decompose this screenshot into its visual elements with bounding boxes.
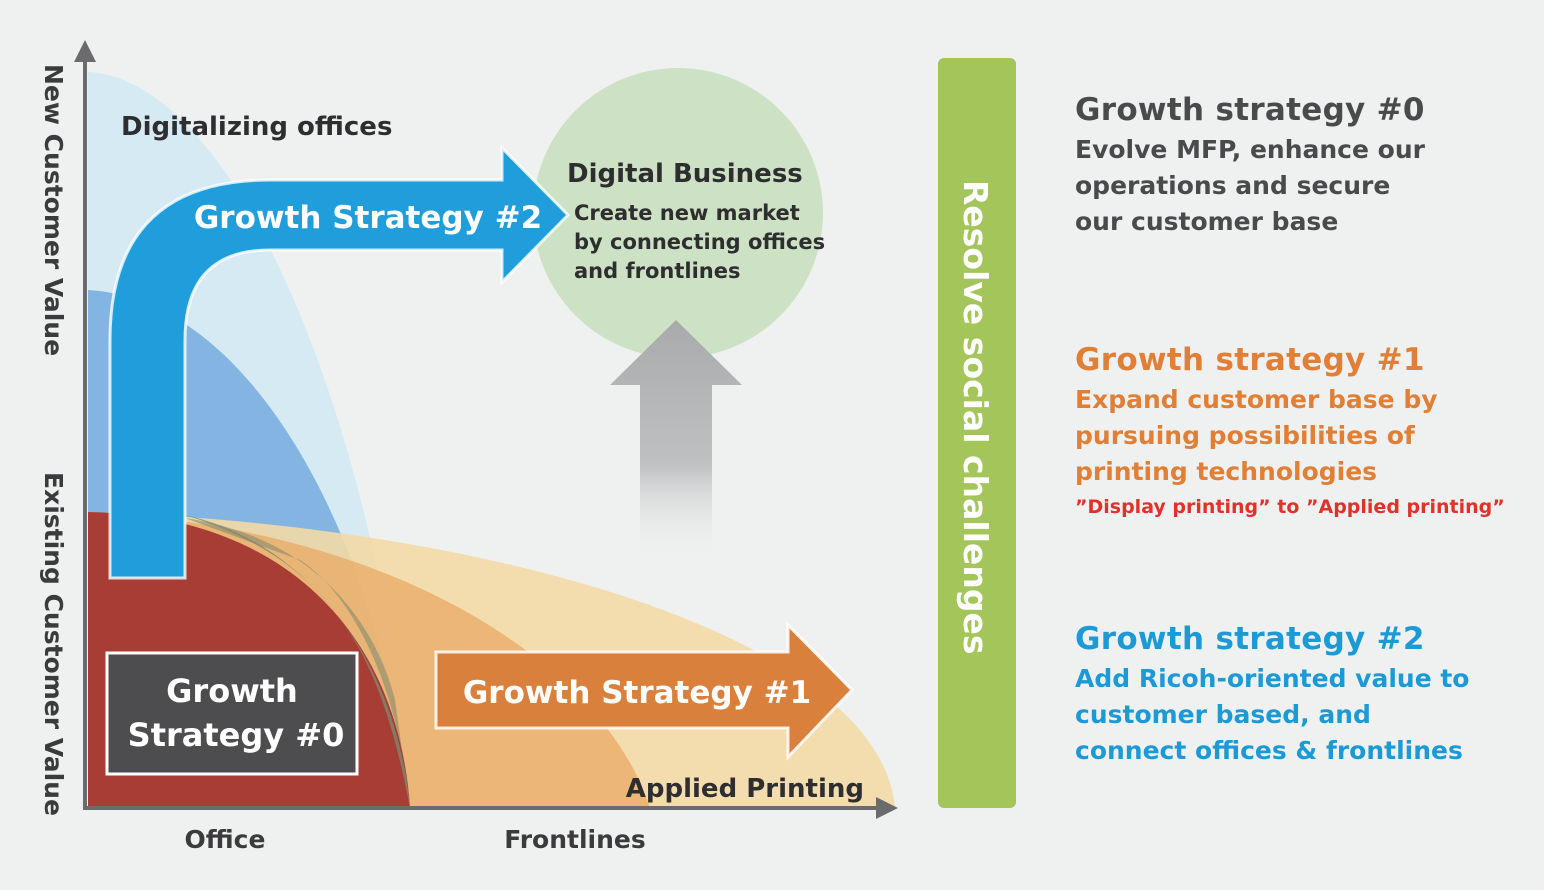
growth-strategy-1-arrow	[434, 621, 855, 761]
strategy-0-line: our customer base	[1075, 207, 1339, 236]
growth-strategy-0-box	[105, 651, 359, 776]
resolve-social-challenges-bar	[938, 58, 1016, 808]
applied-printing-label: Applied Printing	[626, 774, 864, 804]
growth-strategy-0-label-line2: Strategy #0	[128, 716, 345, 754]
strategy-2-line: connect offices & frontlines	[1075, 736, 1463, 765]
growth-strategy-2-arrow	[108, 144, 571, 580]
growth-strategy-0-label-line1: Growth	[166, 672, 298, 710]
strategy-0-line: Evolve MFP, enhance our	[1075, 135, 1425, 164]
x-axis-arrow-icon	[876, 797, 898, 819]
digital-business-line: Create new market	[574, 201, 800, 225]
strategy-1-note: ”Display printing” to ”Applied printing”	[1075, 496, 1505, 518]
digital-business-circle	[533, 68, 823, 358]
strategy-1-line: Expand customer base by	[1075, 385, 1438, 414]
resolve-social-challenges-label: Resolve social challenges	[956, 180, 995, 655]
y-axis-label-new: New Customer Value	[39, 64, 68, 356]
x-axis-label-office: Office	[185, 825, 266, 854]
strategy-0-line: operations and secure	[1075, 171, 1391, 200]
strategy-1-line: pursuing possibilities of	[1075, 421, 1415, 450]
strategy-0-block: Growth strategy #0 Evolve MFP, enhance o…	[1075, 92, 1425, 240]
strategy-1-block: Growth strategy #1 Expand customer base …	[1075, 342, 1505, 520]
y-axis-arrow-icon	[74, 40, 96, 62]
strategy-2-block: Growth strategy #2 Add Ricoh-oriented va…	[1075, 621, 1469, 769]
strategy-0-title: Growth strategy #0	[1075, 92, 1425, 128]
digital-business-line: by connecting offices	[574, 230, 825, 254]
digital-business-line: and frontlines	[574, 259, 740, 283]
growth-strategy-1-label: Growth Strategy #1	[463, 675, 811, 711]
strategy-2-line: Add Ricoh-oriented value to	[1075, 664, 1470, 693]
gray-up-arrow-icon	[610, 320, 742, 560]
growth-strategy-2-label: Growth Strategy #2	[194, 200, 542, 236]
x-axis-label-frontlines: Frontlines	[504, 825, 646, 854]
strategy-2-line: customer based, and	[1075, 700, 1371, 729]
digital-business-title: Digital Business	[567, 159, 803, 189]
strategy-2-title: Growth strategy #2	[1075, 621, 1425, 657]
digitalizing-offices-label: Digitalizing offices	[121, 112, 392, 142]
strategy-1-line: printing technologies	[1075, 457, 1378, 486]
y-axis-label-existing: Existing Customer Value	[39, 472, 68, 816]
strategy-1-title: Growth strategy #1	[1075, 342, 1425, 378]
